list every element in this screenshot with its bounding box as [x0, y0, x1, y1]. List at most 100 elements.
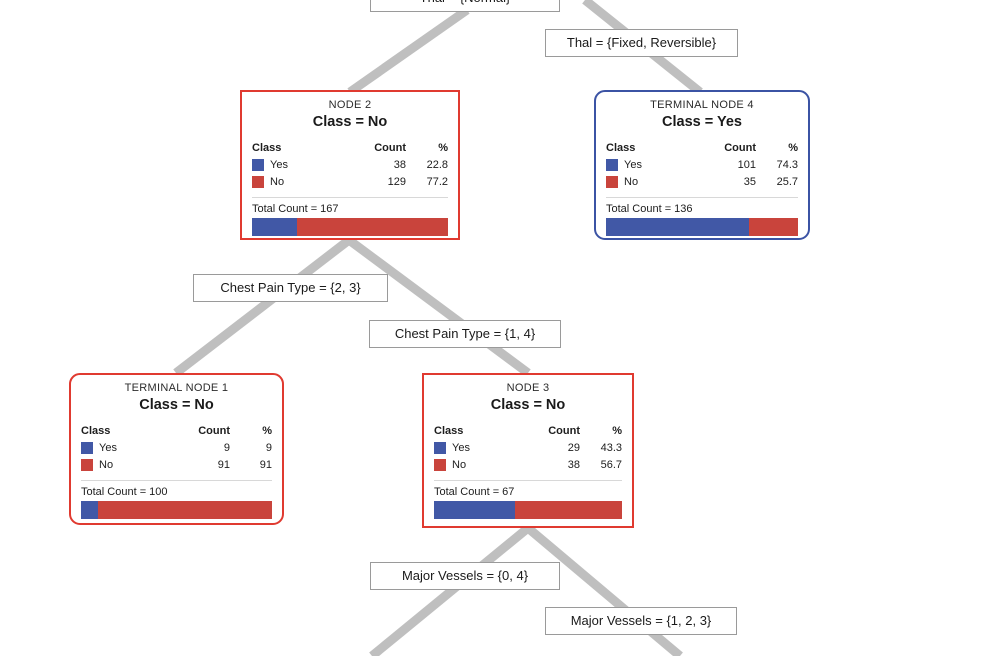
table-row: No 35 25.7	[606, 173, 798, 190]
edge-label-root-split[interactable]: Thal = {Normal}	[370, 0, 560, 12]
table-header-row: Class Count %	[434, 423, 622, 439]
node-class-label: Class = No	[139, 397, 214, 413]
bar-segment-yes	[81, 501, 99, 519]
header-class: Class	[252, 142, 282, 154]
row-label: Yes	[99, 441, 117, 454]
edge-label-chest-pain-right[interactable]: Chest Pain Type = {1, 4}	[369, 320, 561, 348]
table-row: No 129 77.2	[252, 173, 448, 190]
edge-label-chest-pain-left[interactable]: Chest Pain Type = {2, 3}	[193, 274, 388, 302]
row-count: 9	[223, 441, 230, 454]
header-count: Count	[198, 425, 230, 437]
node-class-label: Class = No	[490, 397, 566, 413]
row-label: Yes	[270, 158, 288, 171]
header-count: Count	[548, 425, 580, 437]
node-title: NODE 2	[328, 99, 372, 111]
row-count: 35	[743, 175, 756, 188]
swatch-no-icon	[434, 458, 446, 471]
node-proportion-bar	[81, 501, 272, 519]
bar-segment-no	[748, 218, 798, 236]
node-total-count: Total Count = 167	[252, 197, 448, 215]
node-class-table: Class Count % Yes 38 22.8 No 129 77.2	[252, 140, 448, 190]
table-row: No 91 91	[81, 456, 272, 473]
swatch-no-icon	[252, 175, 264, 188]
node-total-count: Total Count = 136	[606, 197, 798, 215]
node-node2[interactable]: NODE 2 Class = No Class Count % Yes 38 2…	[240, 90, 460, 240]
node-total-count: Total Count = 100	[81, 480, 272, 498]
row-pct: 9	[265, 441, 272, 454]
swatch-yes-icon	[252, 158, 264, 171]
bar-segment-yes	[252, 218, 297, 236]
row-label: No	[624, 175, 639, 188]
row-count: 91	[217, 458, 230, 471]
row-pct: 25.7	[776, 175, 798, 188]
bar-segment-yes	[606, 218, 749, 236]
edge-node3-to-right	[525, 524, 683, 656]
node-class-label: Class = No	[312, 114, 388, 130]
header-count: Count	[374, 142, 406, 154]
table-row: Yes 9 9	[81, 439, 272, 456]
row-count: 129	[387, 175, 406, 188]
row-label: No	[99, 458, 114, 471]
node-proportion-bar	[434, 501, 622, 519]
row-count: 29	[567, 441, 580, 454]
header-pct: %	[612, 425, 622, 437]
node-class-table: Class Count % Yes 101 74.3 No 35 25.7	[606, 140, 798, 190]
edge-label-major-vessels-left[interactable]: Major Vessels = {0, 4}	[370, 562, 560, 590]
node-node3[interactable]: NODE 3 Class = No Class Count % Yes 29 4…	[422, 373, 634, 528]
node-title: TERMINAL NODE 4	[650, 99, 754, 111]
node-class-table: Class Count % Yes 29 43.3 No 38 56.7	[434, 423, 622, 473]
table-row: Yes 38 22.8	[252, 156, 448, 173]
row-count: 101	[737, 158, 756, 171]
header-class: Class	[81, 425, 111, 437]
swatch-no-icon	[606, 175, 618, 188]
row-pct: 43.3	[600, 441, 622, 454]
node-total-count: Total Count = 67	[434, 480, 622, 498]
edge-label-thal-right[interactable]: Thal = {Fixed, Reversible}	[545, 29, 738, 57]
bar-segment-yes	[434, 501, 516, 519]
table-header-row: Class Count %	[81, 423, 272, 439]
header-class: Class	[606, 142, 636, 154]
row-label: Yes	[452, 441, 470, 454]
swatch-no-icon	[81, 458, 93, 471]
table-row: No 38 56.7	[434, 456, 622, 473]
row-label: No	[452, 458, 467, 471]
swatch-yes-icon	[81, 441, 93, 454]
table-row: Yes 29 43.3	[434, 439, 622, 456]
swatch-yes-icon	[606, 158, 618, 171]
header-pct: %	[262, 425, 272, 437]
header-class: Class	[434, 425, 464, 437]
header-pct: %	[788, 142, 798, 154]
edge-node3-to-left	[369, 524, 531, 656]
header-count: Count	[724, 142, 756, 154]
bar-segment-no	[296, 218, 448, 236]
node-title: TERMINAL NODE 1	[124, 382, 229, 394]
table-row: Yes 101 74.3	[606, 156, 798, 173]
node-terminal1[interactable]: TERMINAL NODE 1 Class = No Class Count %…	[69, 373, 284, 525]
row-label: No	[270, 175, 285, 188]
node-proportion-bar	[606, 218, 798, 236]
row-count: 38	[567, 458, 580, 471]
edge-node2-to-terminal1	[173, 236, 352, 377]
row-pct: 77.2	[426, 175, 448, 188]
node-terminal4[interactable]: TERMINAL NODE 4 Class = Yes Class Count …	[594, 90, 810, 240]
table-header-row: Class Count %	[252, 140, 448, 156]
row-pct: 56.7	[600, 458, 622, 471]
edge-node2-to-node3	[346, 236, 531, 377]
node-class-label: Class = Yes	[662, 114, 742, 130]
node-class-table: Class Count % Yes 9 9 No 91 91	[81, 423, 272, 473]
row-pct: 22.8	[426, 158, 448, 171]
row-pct: 74.3	[776, 158, 798, 171]
row-count: 38	[393, 158, 406, 171]
row-label: Yes	[624, 158, 642, 171]
node-proportion-bar	[252, 218, 448, 236]
bar-segment-no	[515, 501, 622, 519]
table-header-row: Class Count %	[606, 140, 798, 156]
header-pct: %	[438, 142, 448, 154]
node-title: NODE 3	[506, 382, 550, 394]
edge-label-major-vessels-right[interactable]: Major Vessels = {1, 2, 3}	[545, 607, 737, 635]
bar-segment-no	[98, 501, 272, 519]
row-pct: 91	[259, 458, 272, 471]
swatch-yes-icon	[434, 441, 446, 454]
